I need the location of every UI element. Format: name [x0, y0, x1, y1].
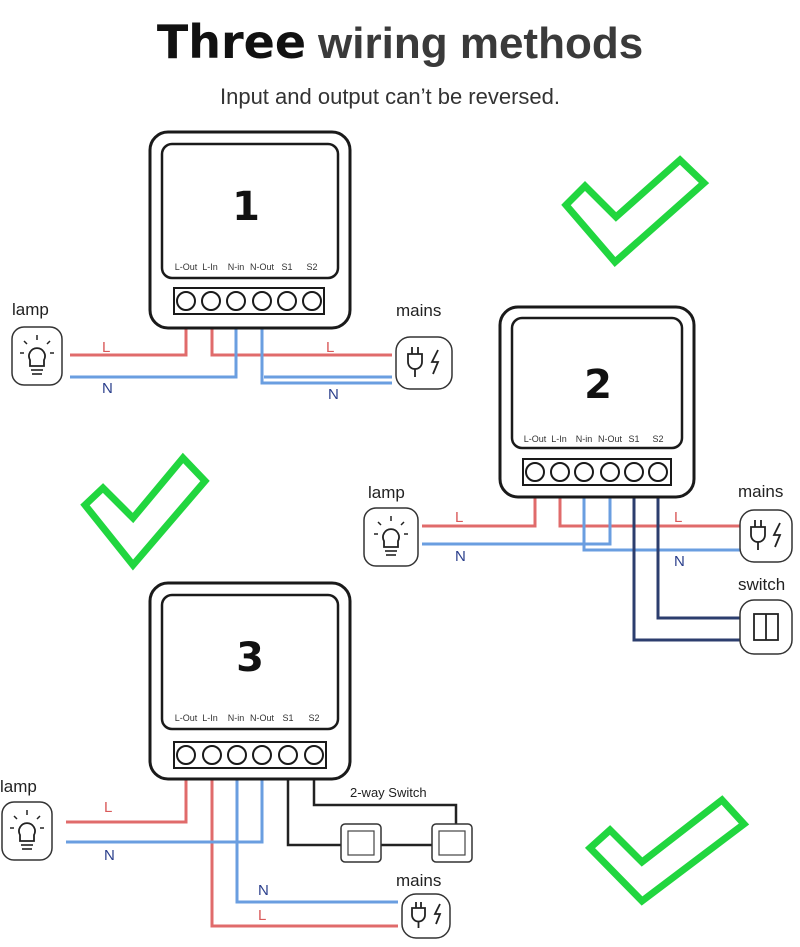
- d1-term-nout: N-Out: [250, 262, 275, 272]
- d1-neutral-label-right: N: [328, 386, 339, 403]
- d2-switch-label: switch: [738, 575, 785, 594]
- d2-terminal: [525, 462, 545, 482]
- d3-neutral-label-bottom: N: [258, 882, 269, 899]
- d3-terminal: [176, 745, 196, 765]
- d3-number: 3: [236, 635, 264, 681]
- d3-terminal: [278, 745, 298, 765]
- d1-terminal-strip: [173, 287, 325, 315]
- page-subtitle: Input and output can’t be reversed.: [220, 84, 560, 109]
- d3-lamp-label: lamp: [0, 777, 37, 796]
- d1-term-lout: L-Out: [175, 262, 198, 272]
- d3-live-label-bottom: L: [258, 907, 266, 924]
- checkmark-icon: [584, 795, 750, 906]
- d1-neutral-label-left: N: [102, 380, 113, 397]
- d2-neutral-label-right: N: [674, 553, 685, 570]
- d2-term-s2: S2: [652, 434, 663, 444]
- page-title: Three wiring methods: [157, 15, 643, 69]
- d3-s1-wire: [286, 756, 456, 847]
- d2-s1-wire: [632, 472, 740, 642]
- d3-terminal: [202, 745, 222, 765]
- d2-term-nin: N-in: [576, 434, 593, 444]
- d2-term-nout: N-Out: [598, 434, 623, 444]
- d1-terminal-labels: L-Out L-In N-in N-Out S1 S2: [175, 262, 318, 272]
- d1-terminal: [252, 291, 272, 311]
- diagram-3: 3 L-Out L-In N-in N-Out S1 S2 L N N L 2-…: [0, 581, 473, 939]
- two-way-switch-icon: [340, 823, 382, 863]
- d2-s2-wire: [656, 472, 740, 620]
- d1-number: 1: [232, 184, 260, 230]
- d2-terminal: [574, 462, 594, 482]
- plug-icon: [395, 336, 453, 390]
- d2-terminal-labels: L-Out L-In N-in N-Out S1 S2: [524, 434, 664, 444]
- rocker-switch-icon: [739, 599, 793, 655]
- d2-device-face: [510, 316, 684, 450]
- d2-term-lout: L-Out: [524, 434, 547, 444]
- d3-term-nin: N-in: [228, 713, 245, 723]
- two-way-switch-icon: [431, 823, 473, 863]
- d1-live-label-right: L: [326, 339, 334, 356]
- d1-terminal: [201, 291, 221, 311]
- d1-live-label-left: L: [102, 339, 110, 356]
- d3-device-face: [160, 593, 340, 731]
- d1-device-face: [160, 142, 340, 280]
- checkmark-icon: [80, 452, 210, 571]
- d3-terminal: [252, 745, 272, 765]
- d3-term-lout: L-Out: [175, 713, 198, 723]
- d2-live-label-left: L: [455, 509, 463, 526]
- d1-lamp-label: lamp: [12, 300, 49, 319]
- d3-terminal: [227, 745, 247, 765]
- d2-terminal-strip: [522, 458, 672, 486]
- d2-terminal: [550, 462, 570, 482]
- d3-nin-wire: [235, 756, 398, 904]
- d1-term-s1: S1: [281, 262, 292, 272]
- title-strong: Three: [157, 15, 306, 69]
- d3-terminal-strip: [173, 741, 327, 769]
- d3-term-s1: S1: [282, 713, 293, 723]
- d2-neutral-label-left: N: [455, 548, 466, 565]
- d3-neutral-label-left: N: [104, 847, 115, 864]
- d1-terminal: [302, 291, 322, 311]
- d1-terminal: [226, 291, 246, 311]
- d3-term-s2: S2: [308, 713, 319, 723]
- lightbulb-icon: [363, 507, 419, 567]
- d3-terminal-labels: L-Out L-In N-in N-Out S1 S2: [175, 713, 320, 723]
- d1-term-nin: N-in: [228, 262, 245, 272]
- d1-term-lin: L-In: [202, 262, 218, 272]
- checkmark-icon: [561, 155, 710, 267]
- d3-lin-wire: [210, 756, 398, 928]
- d2-term-lin: L-In: [551, 434, 567, 444]
- d1-terminal: [277, 291, 297, 311]
- d2-terminal: [648, 462, 668, 482]
- d2-lamp-label: lamp: [368, 483, 405, 502]
- d1-mains-label: mains: [396, 301, 441, 320]
- d1-terminal: [176, 291, 196, 311]
- d2-terminal: [624, 462, 644, 482]
- diagram-1: 1 L-Out L-In N-in N-Out S1 S2 L N L N la…: [11, 130, 453, 403]
- d2-term-s1: S1: [628, 434, 639, 444]
- d3-live-label-left: L: [104, 799, 112, 816]
- plug-icon: [401, 893, 451, 939]
- plug-icon: [739, 509, 793, 563]
- d3-terminal: [304, 745, 324, 765]
- d2-mains-label: mains: [738, 482, 783, 501]
- d2-terminal: [600, 462, 620, 482]
- d2-live-label-right: L: [674, 509, 682, 526]
- d3-term-nout: N-Out: [250, 713, 275, 723]
- d1-term-s2: S2: [306, 262, 317, 272]
- d3-nout-wire: [66, 756, 264, 844]
- lightbulb-icon: [1, 801, 53, 861]
- d3-two-way-switch-label: 2-way Switch: [350, 785, 427, 800]
- title-rest: wiring methods: [317, 19, 643, 68]
- d3-mains-label: mains: [396, 871, 441, 890]
- diagram-2: 2 L-Out L-In N-in N-Out S1 S2 L N L N la…: [363, 305, 793, 655]
- lightbulb-icon: [11, 326, 63, 386]
- d2-number: 2: [584, 362, 612, 408]
- d3-term-lin: L-In: [202, 713, 218, 723]
